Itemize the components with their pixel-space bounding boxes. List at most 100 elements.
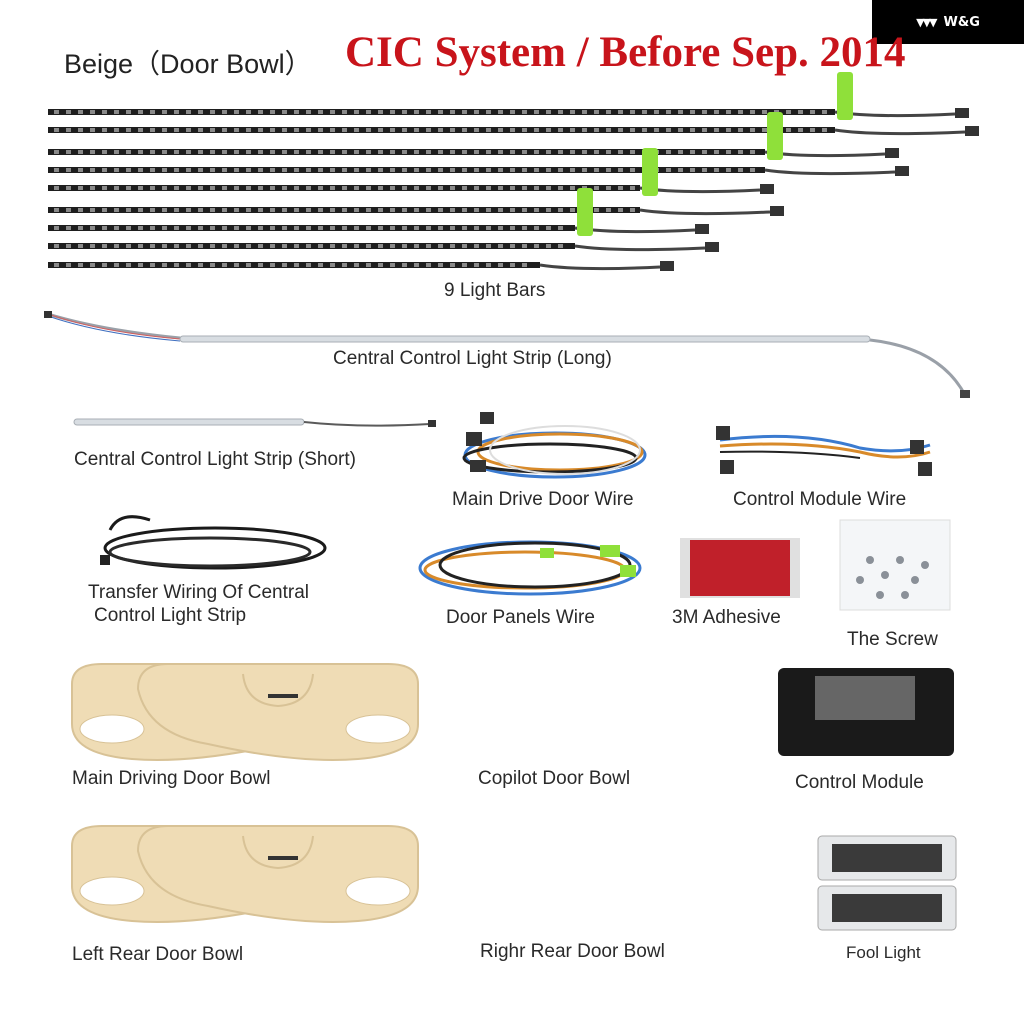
led-chip — [546, 150, 551, 154]
led-chip — [714, 110, 719, 114]
led-chip — [510, 208, 515, 212]
led-chip — [246, 226, 251, 230]
led-chip — [582, 128, 587, 132]
led-chip — [330, 226, 335, 230]
led-chip — [414, 110, 419, 114]
led-chip — [546, 186, 551, 190]
light-bar-wire — [834, 128, 966, 136]
strip-short-label: Central Control Light Strip (Short) — [74, 449, 356, 470]
led-chip — [534, 110, 539, 114]
led-chip — [258, 208, 263, 212]
led-chip — [654, 128, 659, 132]
led-chip — [522, 150, 527, 154]
led-chip — [270, 186, 275, 190]
led-chip — [354, 110, 359, 114]
door-panels-wire-label: Door Panels Wire — [446, 607, 595, 628]
led-chip — [798, 128, 803, 132]
led-chip — [126, 208, 131, 212]
led-chip — [534, 128, 539, 132]
led-chip — [486, 226, 491, 230]
led-chip — [90, 128, 95, 132]
led-chip — [594, 128, 599, 132]
led-chip — [390, 226, 395, 230]
led-chip — [246, 128, 251, 132]
led-chip — [330, 110, 335, 114]
led-chip — [618, 150, 623, 154]
led-chip — [378, 128, 383, 132]
led-chip — [366, 168, 371, 172]
adhesive-label: 3M Adhesive — [672, 607, 781, 628]
led-chip — [114, 128, 119, 132]
led-chip — [618, 186, 623, 190]
led-chip — [354, 263, 359, 267]
led-chip — [438, 208, 443, 212]
control-module-wire-bundle — [716, 426, 932, 476]
led-chip — [594, 110, 599, 114]
led-chip — [318, 128, 323, 132]
led-chip — [414, 226, 419, 230]
led-chip — [498, 110, 503, 114]
led-chip — [90, 244, 95, 248]
led-chip — [462, 128, 467, 132]
led-chip — [258, 244, 263, 248]
led-chip — [474, 208, 479, 212]
led-chip — [462, 168, 467, 172]
led-chip — [366, 186, 371, 190]
light-bar-connector — [885, 148, 899, 158]
led-chip — [522, 244, 527, 248]
led-chip — [330, 150, 335, 154]
led-chip — [282, 150, 287, 154]
led-chip — [462, 244, 467, 248]
led-chip — [282, 208, 287, 212]
led-chip — [246, 150, 251, 154]
led-chip — [342, 168, 347, 172]
led-chip — [222, 128, 227, 132]
led-chip — [198, 150, 203, 154]
led-chip — [342, 226, 347, 230]
led-chip — [630, 110, 635, 114]
led-chip — [534, 186, 539, 190]
led-chip — [318, 263, 323, 267]
led-chip — [342, 244, 347, 248]
wire-bundles-illustration — [100, 412, 951, 611]
led-chip — [438, 168, 443, 172]
led-chip — [522, 186, 527, 190]
led-chip — [510, 244, 515, 248]
transfer-wiring-bundle — [100, 515, 327, 570]
led-chip — [306, 168, 311, 172]
led-chip — [726, 128, 731, 132]
led-chip — [426, 128, 431, 132]
led-chip — [426, 263, 431, 267]
led-chip — [54, 208, 59, 212]
led-chip — [450, 208, 455, 212]
led-chip — [186, 168, 191, 172]
main-drive-wire-label: Main Drive Door Wire — [452, 489, 634, 510]
led-chip — [186, 208, 191, 212]
led-chip — [306, 208, 311, 212]
led-chip — [438, 110, 443, 114]
led-chip — [258, 168, 263, 172]
led-chip — [498, 244, 503, 248]
led-chip — [174, 128, 179, 132]
led-chip — [222, 244, 227, 248]
led-chip — [558, 168, 563, 172]
led-chip — [234, 168, 239, 172]
light-bars-illustration — [48, 72, 979, 271]
led-chip — [486, 110, 491, 114]
led-chip — [354, 186, 359, 190]
led-chip — [102, 208, 107, 212]
led-chip — [306, 110, 311, 114]
light-bar-connector — [695, 224, 709, 234]
led-chip — [66, 128, 71, 132]
led-chip — [294, 263, 299, 267]
led-chip — [270, 110, 275, 114]
led-chip — [558, 150, 563, 154]
led-chip — [606, 208, 611, 212]
led-chip — [318, 110, 323, 114]
led-chip — [342, 110, 347, 114]
main-drive-wire-bundle — [462, 412, 647, 479]
led-chip — [342, 186, 347, 190]
led-chip — [762, 128, 767, 132]
led-chip — [402, 168, 407, 172]
led-chip — [114, 186, 119, 190]
